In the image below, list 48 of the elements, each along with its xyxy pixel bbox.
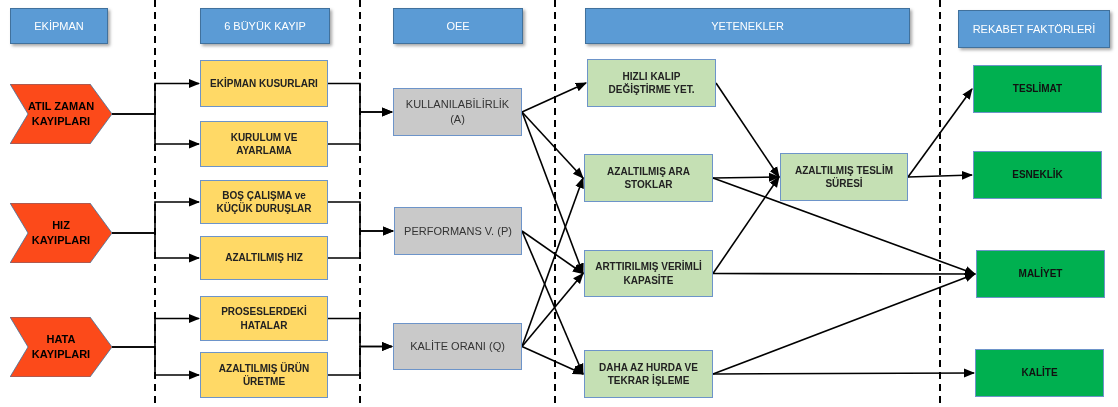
arrow bbox=[111, 232, 201, 263]
ability-box: DAHA AZ HURDA VE TEKRAR İŞLEME bbox=[584, 350, 713, 398]
loss-box: EKİPMAN KUSURLARI bbox=[200, 60, 328, 107]
arrow bbox=[712, 368, 976, 378]
arrow bbox=[521, 82, 587, 113]
arrow bbox=[111, 346, 201, 380]
oee-box: KULLANILABİLİRLİK (A) bbox=[393, 88, 522, 136]
arrow bbox=[521, 230, 584, 275]
oee-box: KALİTE ORANI (Q) bbox=[393, 323, 522, 370]
arrow bbox=[521, 345, 584, 375]
arrow bbox=[712, 273, 977, 375]
oee-box: PERFORMANS V. (P) bbox=[394, 207, 522, 255]
loss-box: PROSESLERDEKİ HATALAR bbox=[200, 296, 328, 341]
arrow bbox=[521, 176, 584, 348]
loss-chevron: ATIL ZAMAN KAYIPLARI bbox=[10, 84, 112, 144]
factor-box: TESLİMAT bbox=[973, 65, 1102, 113]
column-header: EKİPMAN bbox=[10, 8, 108, 44]
ability-box: AZALTILMIŞ TESLİM SÜRESİ bbox=[780, 153, 908, 201]
arrow bbox=[521, 272, 584, 348]
arrow bbox=[521, 111, 584, 275]
column-header: 6 BÜYÜK KAYIP bbox=[200, 8, 330, 44]
arrow bbox=[327, 342, 394, 376]
arrow bbox=[327, 226, 395, 259]
loss-box: KURULUM VE AYARLAMA bbox=[200, 121, 328, 167]
factor-box: MALİYET bbox=[976, 250, 1105, 298]
factor-box: KALİTE bbox=[975, 349, 1104, 397]
loss-chevron: HATA KAYIPLARI bbox=[10, 317, 112, 377]
arrow bbox=[111, 113, 201, 149]
ability-box: HIZLI KALIP DEĞİŞTİRME YET. bbox=[587, 59, 716, 107]
loss-box: AZALTILMIŞ HIZ bbox=[200, 236, 328, 280]
column-header: OEE bbox=[393, 8, 523, 44]
arrow bbox=[715, 82, 780, 178]
arrow bbox=[521, 230, 584, 376]
arrow bbox=[712, 176, 780, 275]
arrow bbox=[907, 88, 973, 178]
arrow bbox=[521, 111, 584, 179]
arrow bbox=[327, 107, 394, 145]
factor-box: ESNEKLİK bbox=[973, 151, 1102, 199]
loss-box: AZALTILMIŞ ÜRÜN ÜRETME bbox=[200, 352, 328, 398]
ability-box: ARTTIRILMIŞ VERİMLİ KAPASİTE bbox=[584, 250, 713, 297]
arrow bbox=[712, 177, 977, 275]
column-header: REKABET FAKTÖRLERİ bbox=[958, 10, 1110, 48]
loss-chevron: HIZ KAYIPLARI bbox=[10, 203, 112, 263]
ability-box: AZALTILMIŞ ARA STOKLAR bbox=[584, 154, 713, 202]
loss-box: BOŞ ÇALIŞMA ve KÜÇÜK DURUŞLAR bbox=[200, 180, 328, 224]
arrow bbox=[907, 170, 974, 180]
arrow bbox=[712, 172, 781, 182]
column-header: YETENEKLER bbox=[585, 8, 910, 44]
